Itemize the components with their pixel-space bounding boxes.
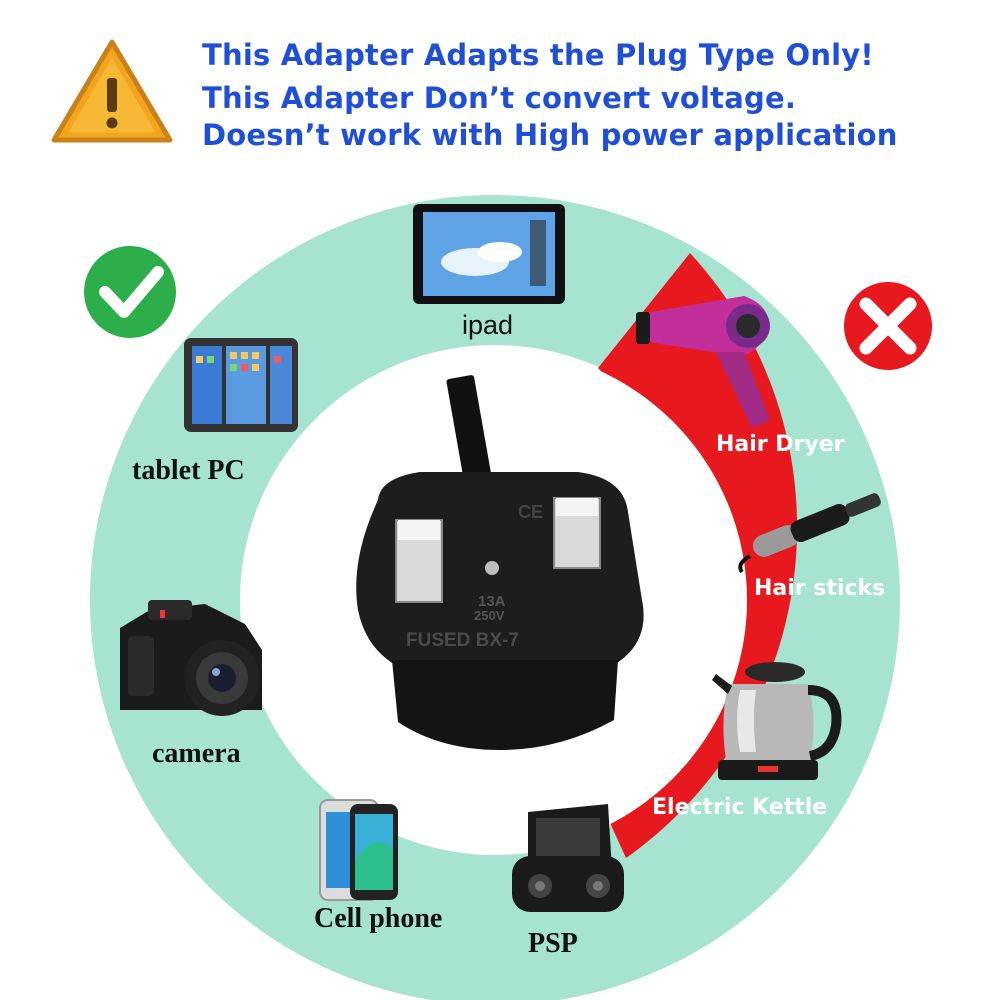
cell-phone-icon: [319, 799, 398, 901]
camera-icon: [120, 600, 262, 716]
label-camera: camera: [152, 738, 241, 769]
psp-icon: [512, 804, 624, 912]
plug-adapter-image: CE 13A 250V FUSED BX-7: [356, 375, 644, 750]
label-cell-phone: Cell phone: [314, 903, 443, 934]
warning-icon: [51, 39, 173, 143]
ipad-icon: [413, 204, 565, 304]
hair-dryer-icon: [636, 296, 770, 428]
cross-icon: [840, 278, 936, 374]
warning-text-high-power: Doesn’t work with High power application: [202, 118, 898, 152]
warning-text-plug-type: This Adapter Adapts the Plug Type Only!: [202, 38, 874, 72]
label-ipad: ipad: [462, 310, 514, 340]
plug-ce-mark: CE: [518, 502, 543, 522]
label-electric-kettle: Electric Kettle: [652, 795, 828, 820]
tablet-pc-icon: [184, 338, 298, 432]
label-hair-dryer: Hair Dryer: [716, 432, 845, 457]
label-tablet-pc: tablet PC: [132, 455, 245, 486]
plug-model: FUSED BX-7: [406, 630, 519, 651]
hair-sticks-icon: [738, 493, 881, 574]
warning-text-voltage: This Adapter Don’t convert voltage.: [202, 81, 797, 115]
checkmark-icon: [84, 246, 176, 338]
plug-voltage: 250V: [474, 608, 505, 623]
plug-fuse-rating: 13A: [478, 593, 506, 610]
label-psp: PSP: [528, 928, 578, 959]
label-hair-sticks: Hair sticks: [754, 576, 886, 601]
electric-kettle-icon: [712, 662, 842, 780]
